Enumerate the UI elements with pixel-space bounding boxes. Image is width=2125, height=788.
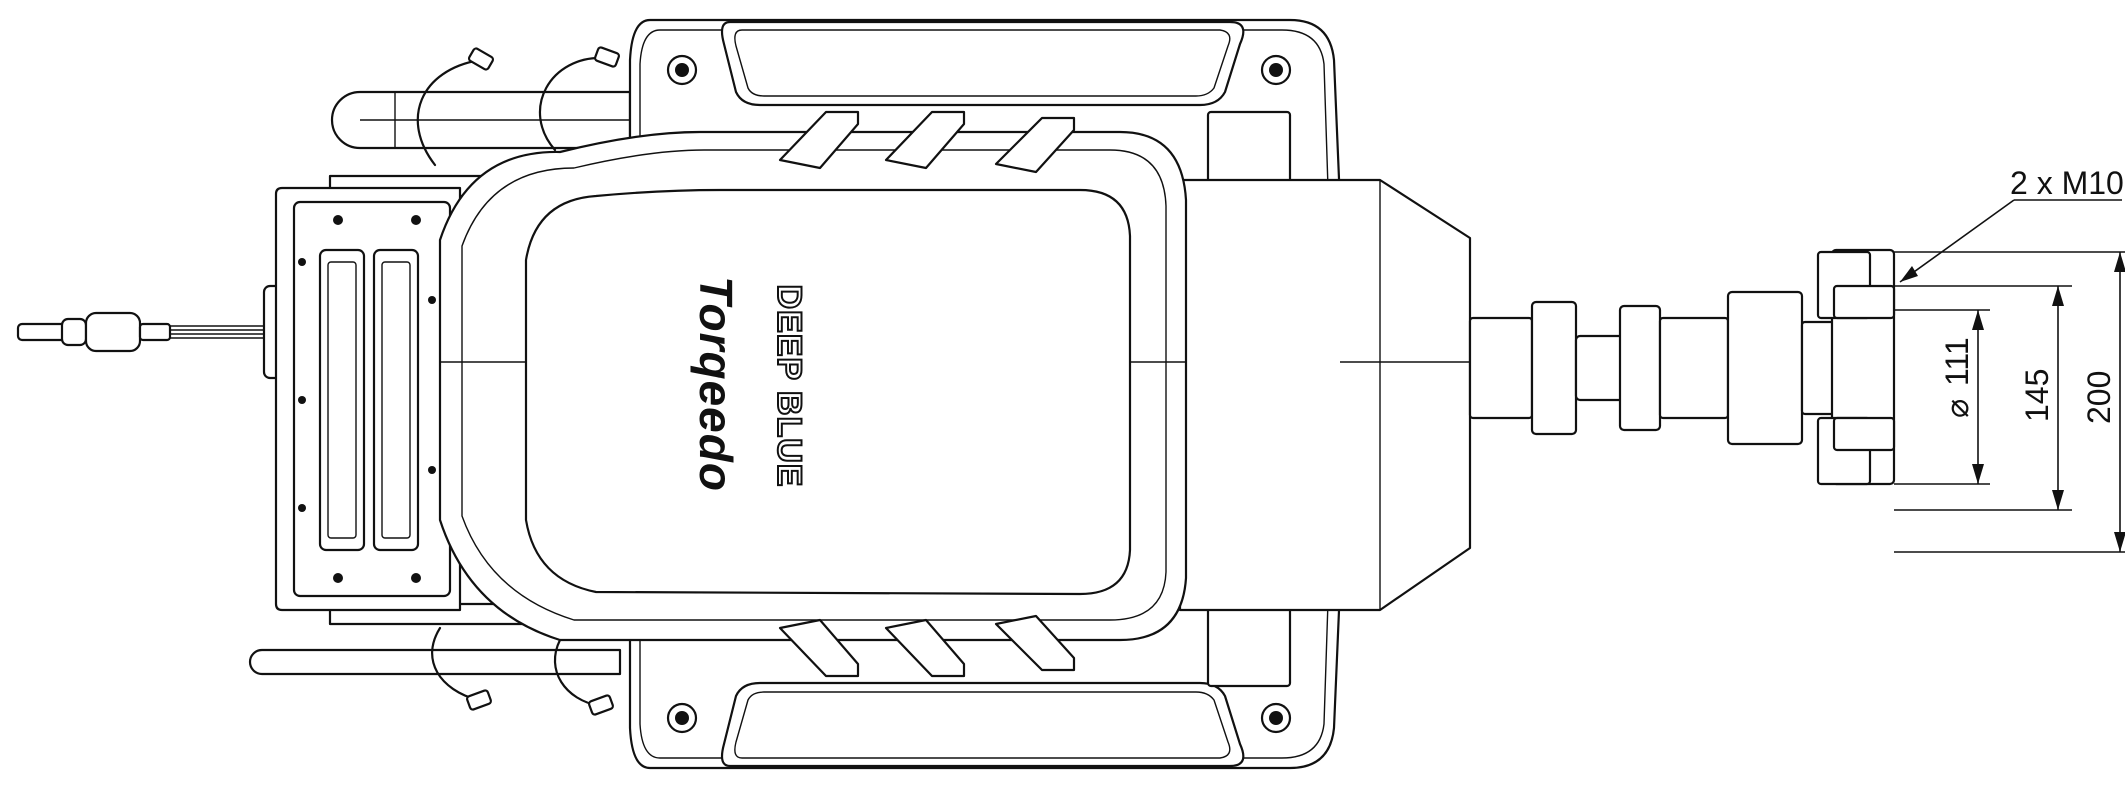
power-cable-connector [16, 284, 292, 380]
motor-nose-cone [1178, 178, 1472, 612]
dim-145-label: 145 [2019, 369, 2055, 422]
dimension-annotations [1894, 199, 2125, 553]
dim-111-group: ⌀ 111 [1939, 337, 1975, 418]
propeller-flange [1800, 248, 1896, 486]
model-name: DEEP BLUE [770, 285, 808, 488]
rear-mount-plate [274, 186, 462, 612]
dim-111-label: 111 [1939, 337, 1975, 386]
dim-200-label: 200 [2081, 371, 2117, 424]
model-logo: DEEP BLUE [769, 284, 809, 489]
brand-name: Torqeedo [690, 276, 742, 492]
center-cover [438, 110, 1188, 678]
brand-logo: Torqeedo [690, 276, 742, 492]
output-shaft [1468, 290, 1804, 446]
dim-145-group: 145 [2019, 369, 2055, 422]
bolt-callout-label: 2 x M10 [2010, 165, 2124, 201]
diameter-symbol: ⌀ [1939, 399, 1975, 418]
dim-200-group: 200 [2081, 371, 2117, 424]
